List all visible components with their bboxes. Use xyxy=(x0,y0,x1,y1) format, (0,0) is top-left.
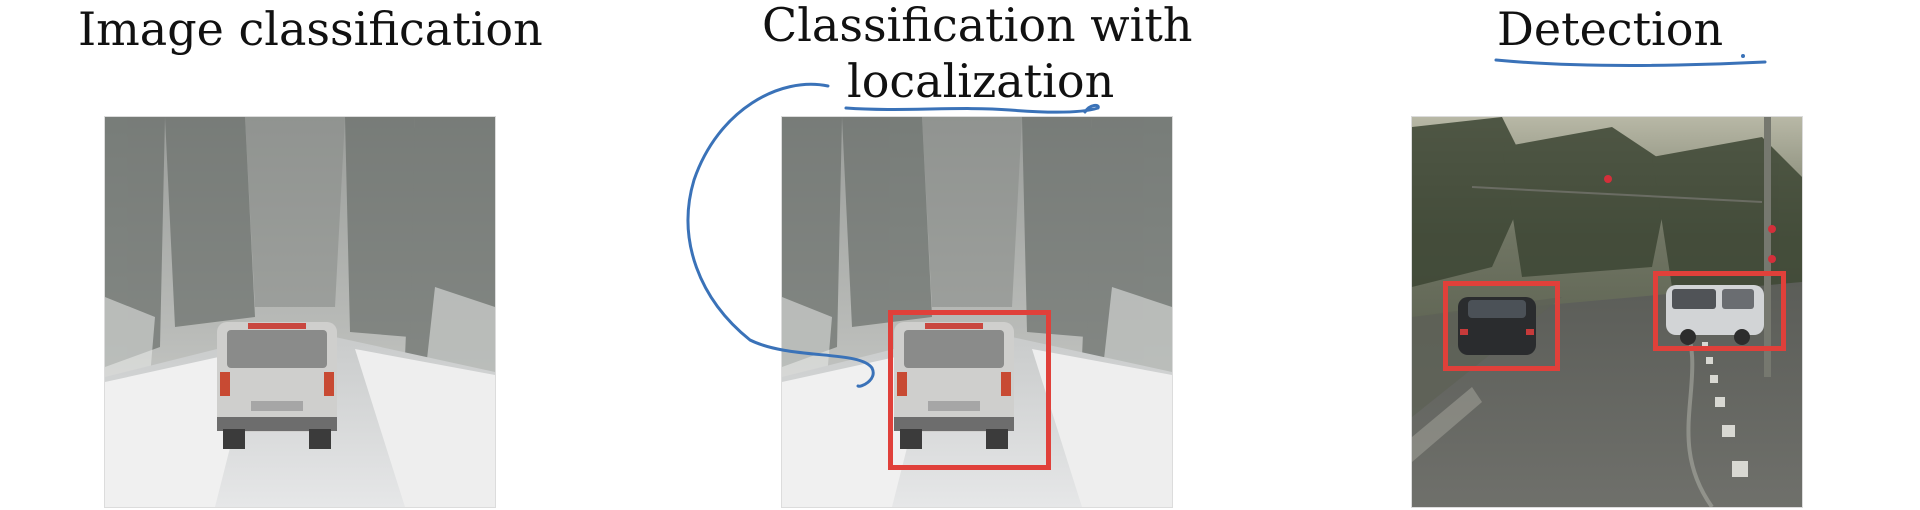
localization-image xyxy=(781,116,1173,508)
title-classification-with: Classification with xyxy=(762,0,1193,52)
street-scene-image xyxy=(1412,117,1802,507)
localization-bounding-box xyxy=(888,310,1051,470)
snowy-road-car-image xyxy=(105,117,495,507)
classification-image xyxy=(104,116,496,508)
detection-underline xyxy=(1494,58,1767,67)
detection-bounding-box-car-right xyxy=(1653,271,1786,351)
title-localization: localization xyxy=(847,54,1115,108)
detection-bounding-box-car-left xyxy=(1443,281,1560,371)
detection-image xyxy=(1411,116,1803,508)
detection-underline-dot xyxy=(1741,54,1745,58)
title-image-classification: Image classification xyxy=(78,2,543,56)
title-detection: Detection xyxy=(1497,2,1724,56)
